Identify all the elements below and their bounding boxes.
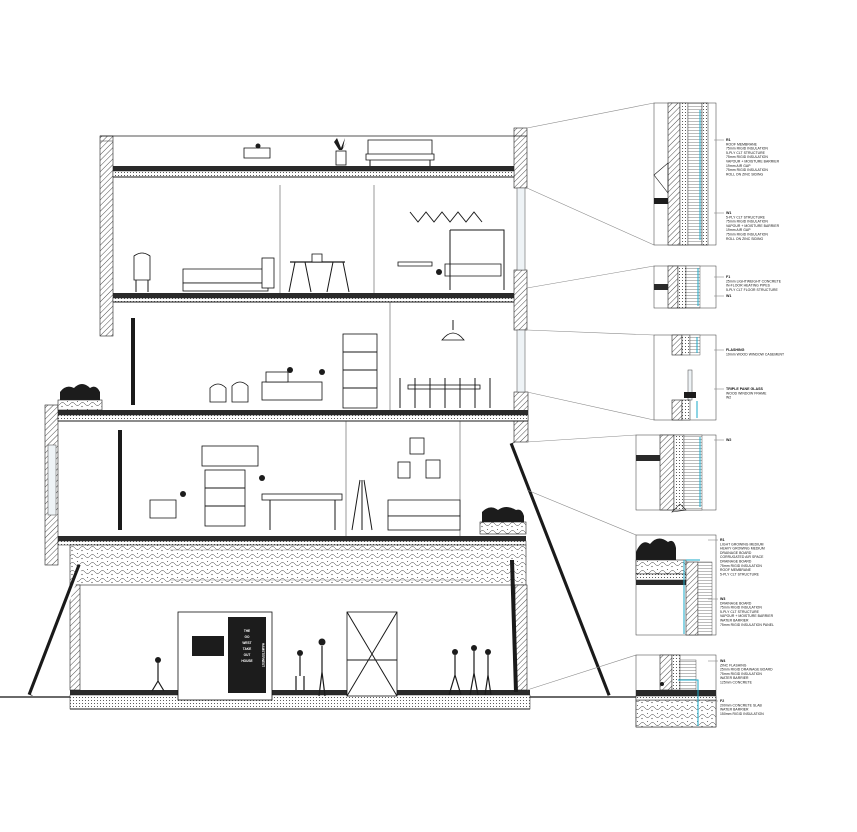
note-foundation-1-1: 200mm CONCRETE SLAB (720, 703, 763, 707)
note-roof-wall-0-5: VAPOUR + MOISTURE BARRIER (726, 160, 780, 164)
note-foundation-0-3: 75mm RIGID INSULATION (720, 672, 762, 676)
note-roof-wall-0-3: 5-PLY CLT STRUCTURE (726, 151, 766, 155)
detail-green-roof (635, 534, 717, 636)
planter-left (57, 384, 103, 411)
right-wall-upper (513, 127, 528, 189)
floor-slab-3 (113, 293, 514, 298)
living-furniture (209, 320, 491, 409)
sign-line-1: THE (244, 629, 250, 633)
detail-floor-slab (653, 265, 717, 309)
note-floor-slab-1-0: W1 (726, 294, 731, 298)
roof-furniture (243, 138, 435, 166)
note-roof-wall-0-0: R1 (726, 138, 731, 142)
note-floor-slab-0-0: F1 (726, 275, 730, 279)
note-roof-wall-0-7: 75mm RIGID INSULATION (726, 168, 768, 172)
note-window-0-1: 19mm WOOD WINDOW CASEMENT (726, 352, 784, 356)
main-section: THE GO WEST TAKE OUT HOUSE HAMSTERNEST (0, 127, 640, 710)
note-roof-wall-1-1: 5-PLY CLT STRUCTURE (726, 215, 766, 219)
note-green-roof-0-1: LIGHT GROWING MEDIUM (720, 542, 764, 546)
note-foundation-0-4: WATER BARRIER (720, 676, 749, 680)
note-roof-wall-1-3: VAPOUR + MOISTURE BARRIER (726, 224, 780, 228)
note-green-roof-0-4: CORRUGATED AIR SPACE (720, 555, 764, 559)
note-green-roof-0-0: R1 (720, 538, 725, 542)
note-window-1-2: W2 (726, 396, 731, 400)
window-upper (516, 329, 526, 393)
callout-leaders (526, 102, 655, 691)
detail-window (653, 334, 717, 421)
note-window-1-0: TRIPLE PANE GLASS (726, 387, 763, 391)
note-roof-wall-0-4: 75mm RIGID INSULATION (726, 155, 768, 159)
note-foundation-1-0: F2 (720, 699, 724, 703)
note-foundation-0-0: W4 (720, 659, 725, 663)
note-green-roof-1-4: VAPOUR + MOISTURE BARRIER (720, 614, 774, 618)
window-left (47, 444, 57, 516)
detail-terrace-wall (635, 434, 717, 513)
note-green-roof-0-2: HEAVY GROWING MEDIUM (720, 547, 765, 551)
roof-slab (113, 166, 514, 171)
shop-front (177, 611, 398, 701)
note-green-roof-1-3: 5-PLY CLT STRUCTURE (720, 610, 760, 614)
note-roof-wall-0-6: 19mm AIR GAP (726, 164, 751, 168)
kitchen-furniture (149, 437, 461, 531)
detail-roof-wall (653, 102, 717, 246)
note-roof-wall-1-0: W1 (726, 211, 731, 215)
sign-line-3: WEST (242, 641, 251, 645)
note-green-roof-0-5: DRAINAGE BOARD (720, 560, 752, 564)
floor-slab-2 (58, 410, 528, 415)
bedroom-furniture (133, 211, 505, 293)
note-floor-slab-0-3: 5-PLY CLT FLOOR STRUCTURE (726, 288, 779, 292)
sign-line-5: OUT (244, 653, 251, 657)
vertical-sign: HAMSTERNEST (261, 643, 265, 667)
note-roof-wall-0-2: 75mm RIGID INSULATION (726, 147, 768, 151)
sign-line-2: GO (245, 635, 250, 639)
note-green-roof-1-6: 75mm RIGID INSULATION PANEL (720, 623, 774, 627)
note-green-roof-1-1: DRAINAGE BOARD (720, 601, 752, 605)
crawl-space-fill (69, 544, 527, 586)
planter-right (479, 507, 527, 535)
note-roof-wall-1-5: 75mm RIGID INSULATION (726, 233, 768, 237)
detail-foundation (635, 654, 717, 728)
note-terrace-wall-0-0: W2 (726, 438, 731, 442)
note-roof-wall-1-2: 75mm RIGID INSULATION (726, 220, 768, 224)
window-top (516, 187, 526, 271)
note-window-1-1: WOOD WINDOW FRAME (726, 391, 767, 395)
note-floor-slab-0-2: IN-FLOOR HEATING PIPES (726, 284, 771, 288)
shop-sign: THE GO WEST TAKE OUT HOUSE HAMSTERNEST (241, 629, 265, 667)
note-foundation-0-2: 25mm RIGID DRAINAGE BOARD (720, 668, 773, 672)
note-green-roof-0-3: DRAINAGE BOARD (720, 551, 752, 555)
floor-slab-1 (58, 536, 526, 541)
note-roof-wall-0-8: ROLL ON ZINC SIDING (726, 172, 763, 176)
left-wall-upper (99, 135, 114, 337)
note-roof-wall-1-6: ROLL ON ZINC SIDING (726, 237, 763, 241)
ground-slab (70, 690, 530, 695)
sign-line-6: HOUSE (241, 659, 252, 663)
note-green-roof-1-0: W3 (720, 597, 725, 601)
note-foundation-0-1: ZINC FLASHING (720, 663, 747, 667)
sign-line-4: TAKE (243, 647, 251, 651)
note-roof-wall-1-4: 19mm AIR GAP (726, 228, 751, 232)
note-green-roof-1-2: 75mm RIGID INSULATION (720, 606, 762, 610)
people (151, 638, 492, 697)
note-roof-wall-0-1: ROOF MEMBRANE (726, 142, 758, 146)
note-foundation-1-2: WATER BARRIER (720, 708, 749, 712)
note-floor-slab-0-1: 25mm LIGHTWEIGHT CONCRETE (726, 279, 782, 283)
note-green-roof-0-7: ROOF MEMBRANE (720, 568, 752, 572)
note-green-roof-1-5: WATER BARRIER (720, 619, 749, 623)
note-foundation-0-5: 125mm CONCRETE (720, 681, 753, 685)
note-green-roof-0-8: 5-PLY CLT STRUCTURE (720, 572, 760, 576)
note-green-roof-0-6: 75mm RIGID INSULATION (720, 564, 762, 568)
note-window-0-0: FLASHING (726, 348, 745, 352)
note-foundation-1-3: 150mm RIGID INSULATION (720, 712, 764, 716)
